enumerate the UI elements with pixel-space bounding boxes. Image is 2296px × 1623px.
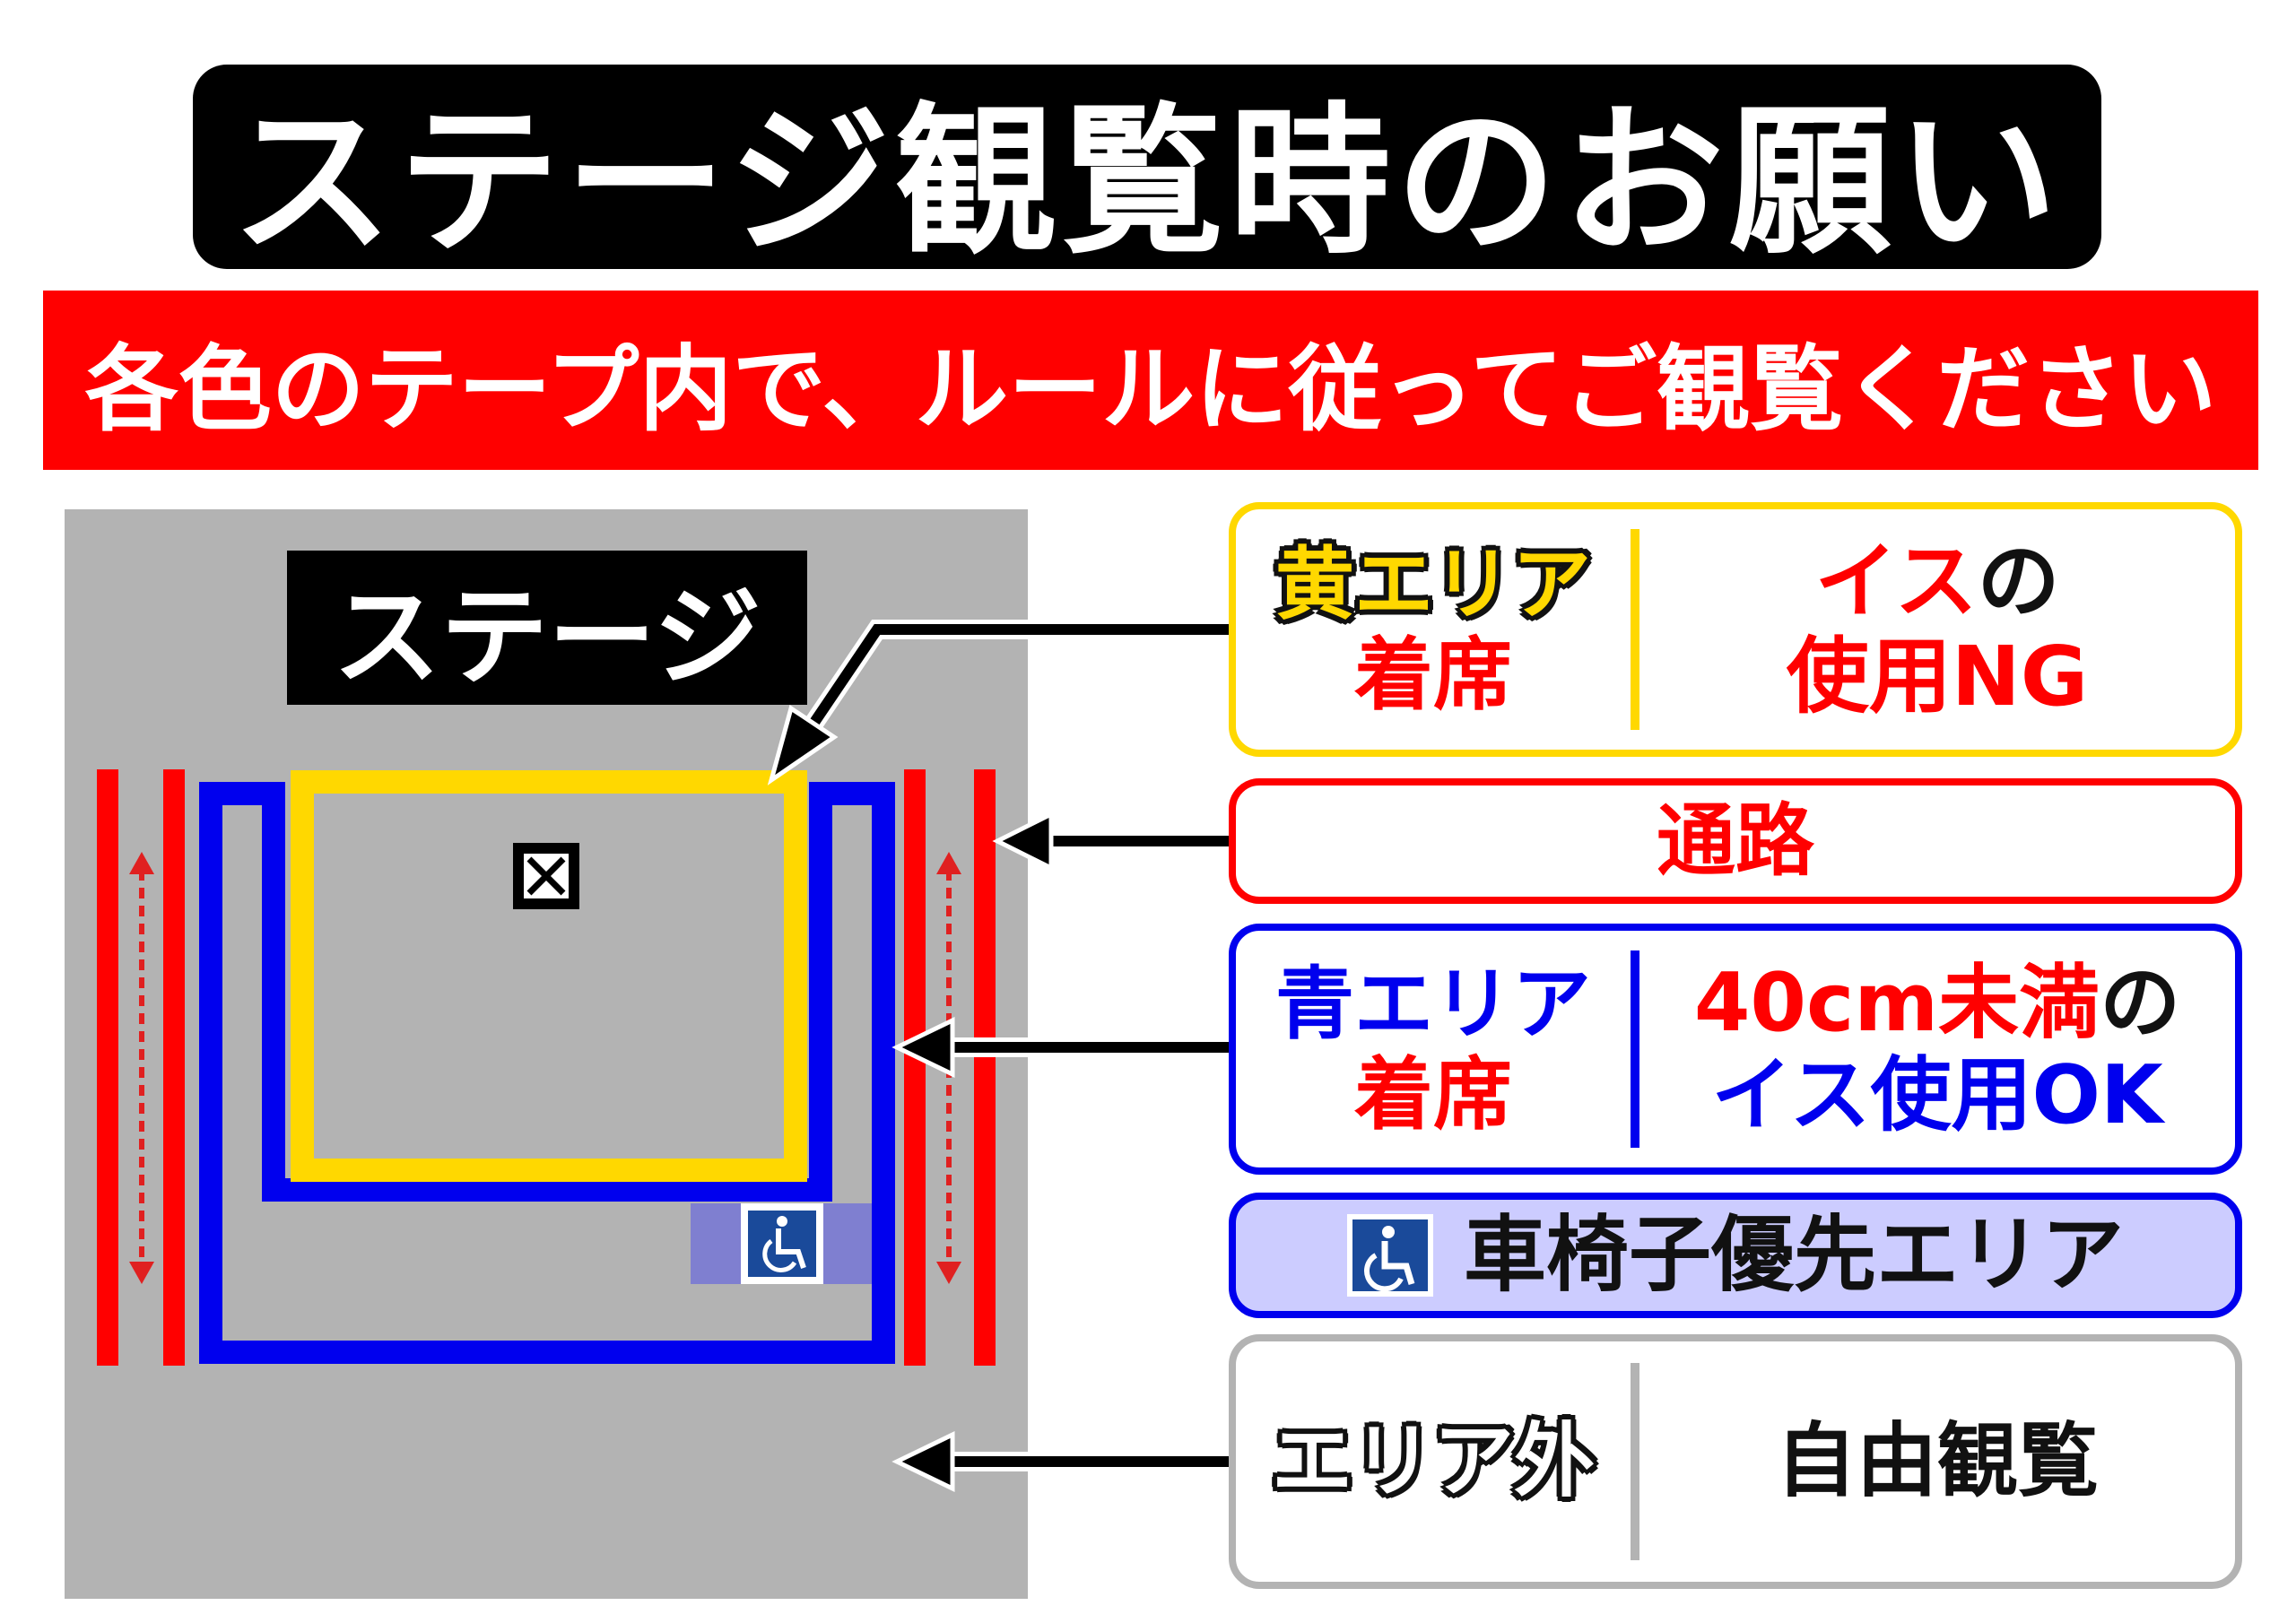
arrow-yellow (767, 620, 1229, 785)
yellow-rule-line2: 使用NG (1786, 629, 2089, 725)
aisle-arrow-left (129, 852, 154, 1284)
yellow-area-tape (291, 770, 807, 1182)
blue-rule-size: 40cm未満 (1693, 955, 2100, 1050)
page-title: ステージ観覧時のお願い (193, 65, 2101, 276)
page-subtitle: 各色のテープ内で、ルールに従ってご観覧ください (43, 291, 2258, 470)
legend-wheelchair: 車椅子優先エリア (1229, 1193, 2242, 1318)
yellow-rule-chair: イス (1814, 534, 1978, 630)
outside-rule: 自由観覧 (1776, 1414, 2099, 1509)
blue-rule-no: の (2100, 955, 2181, 1050)
wheelchair-icon (741, 1203, 823, 1284)
legend-aisle: 通路 (1229, 778, 2242, 904)
blue-rule-line2: イス使用OK (1711, 1048, 2163, 1142)
legend-yellow-area: 黄エリア 着席 イスの 使用NG (1229, 502, 2242, 757)
aisle-label: 通路 (1656, 794, 1814, 888)
blue-area-tape (199, 782, 895, 1364)
legend-outside-area: エリア外 自由観覧 (1229, 1334, 2242, 1589)
blue-area-name: 青エリア (1274, 957, 1591, 1050)
stage-label: ステージ (287, 551, 807, 705)
wheelchair-legend-icon (1346, 1214, 1433, 1297)
aisle-tape-right (904, 769, 996, 1366)
camera-position-icon (513, 843, 579, 909)
arrow-aisle (992, 810, 1229, 872)
aisle-tape-left (97, 769, 185, 1366)
legend-blue-area: 青エリア 着席 40cm未満の イス使用OK (1229, 924, 2242, 1175)
wheelchair-label: 車椅子優先エリア (1463, 1207, 2124, 1304)
outside-area-name: エリア外 (1272, 1414, 1595, 1509)
yellow-area-name: 黄エリア (1274, 537, 1591, 630)
arrow-outside (891, 1431, 1229, 1492)
arrow-blue (891, 1017, 1229, 1078)
blue-area-seat: 着席 (1353, 1048, 1512, 1141)
yellow-rule-no: の (1977, 534, 2060, 630)
yellow-area-seat: 着席 (1353, 629, 1512, 721)
